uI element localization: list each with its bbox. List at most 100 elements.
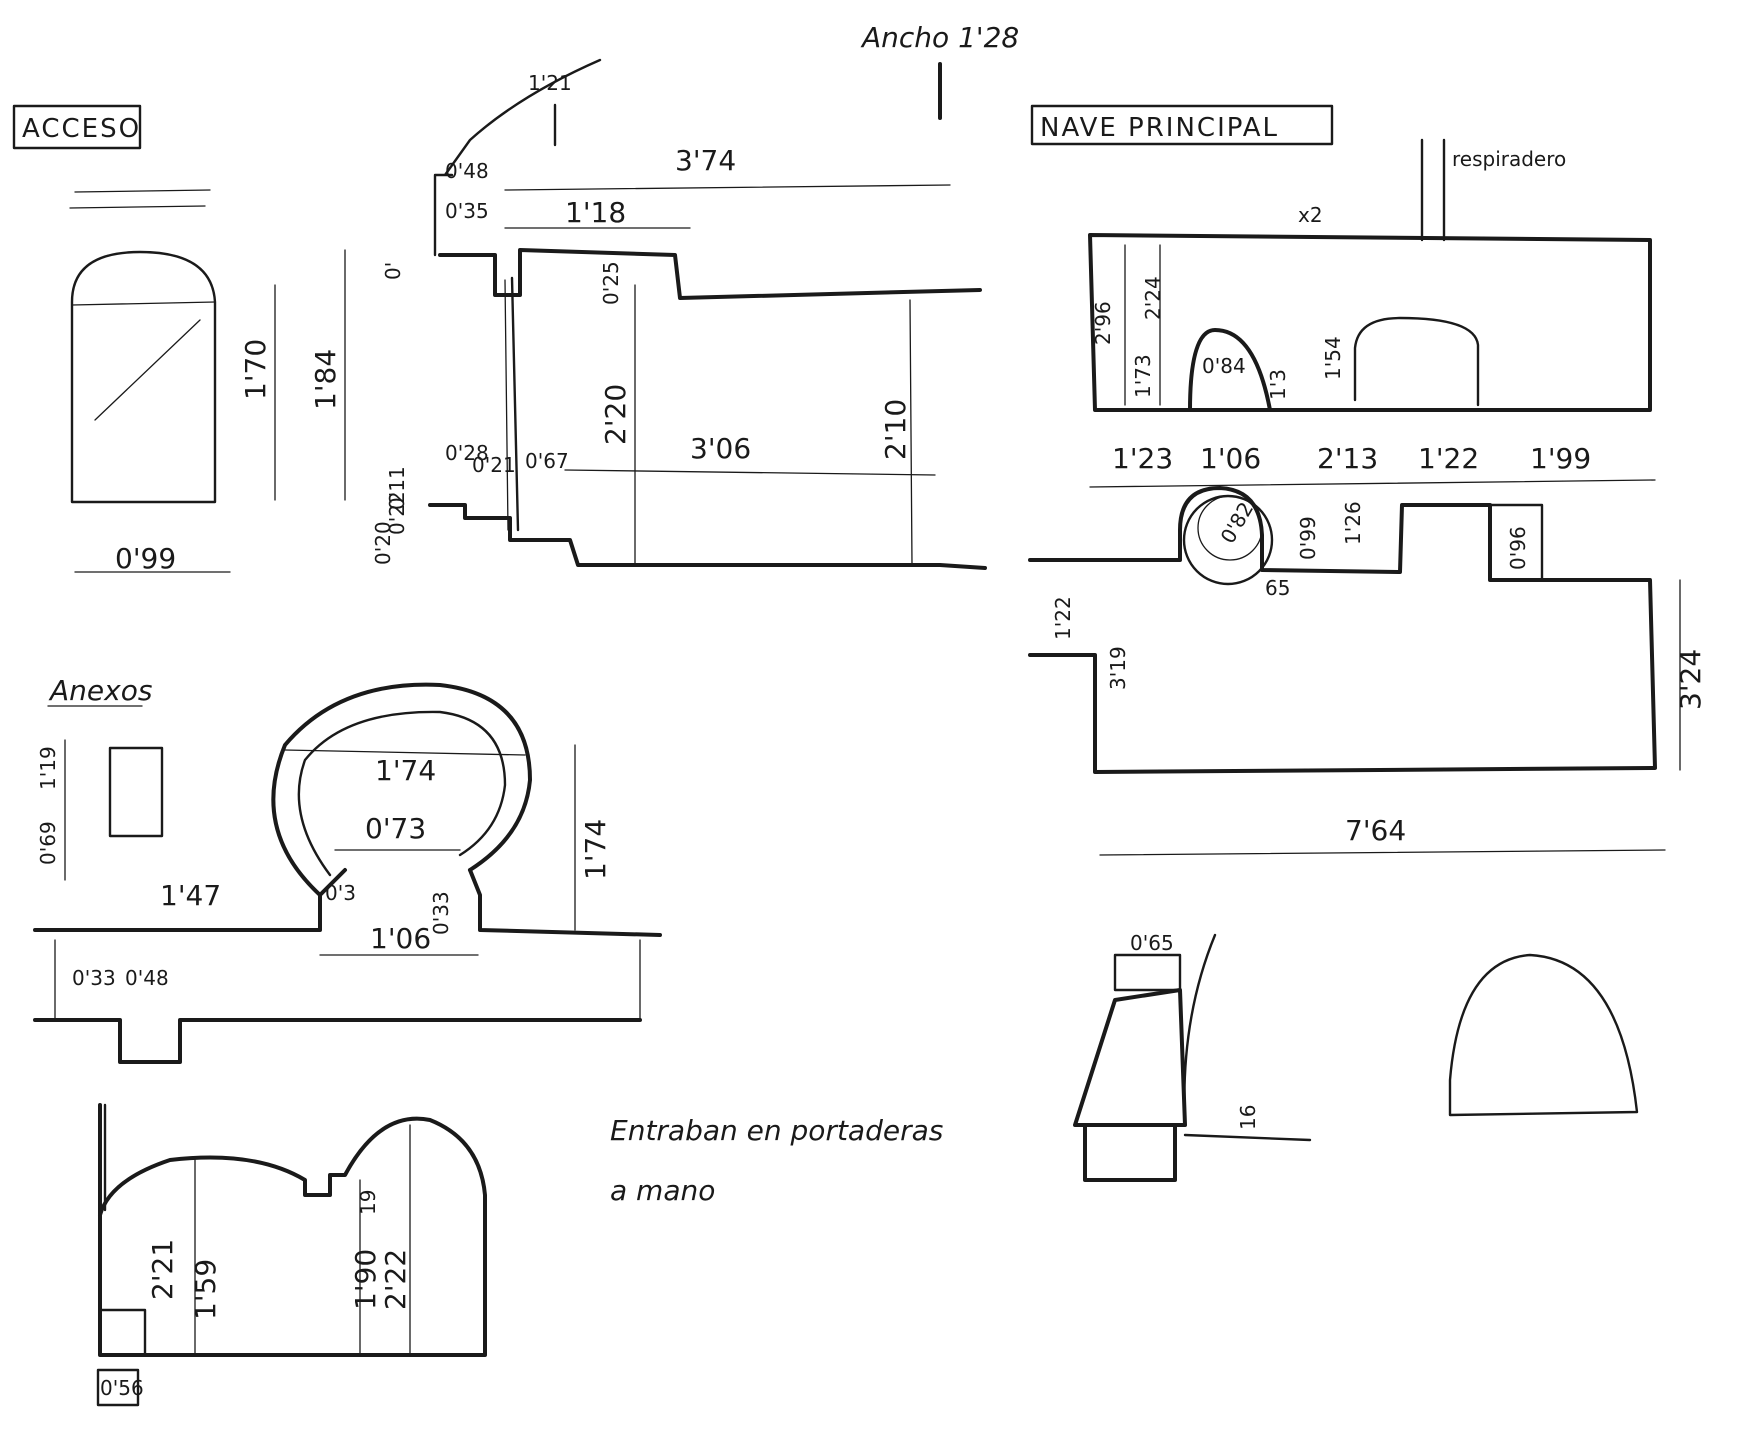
anexos-plan-body — [33, 868, 662, 1064]
anexos-section-dim-056-box — [96, 1368, 140, 1407]
acceso-dim-tiny: 0' — [381, 262, 405, 280]
details-group: 0'65 16 — [1073, 931, 1639, 1182]
nave-dim-126: 1'26 — [1341, 501, 1365, 545]
anexos-dim-106: 1'06 — [370, 922, 431, 955]
acceso-chimney — [433, 58, 602, 257]
acceso-group: ACCESO 1'70 1'84 0'99 1'21 0'48 0'35 3'7… — [12, 58, 987, 575]
nave-dim-764-line — [1099, 849, 1666, 856]
acceso-dim-118: 1'18 — [565, 196, 626, 229]
acceso-dim-011: 0'11 — [385, 466, 409, 510]
anexos-dim-174v: 1'74 — [579, 819, 612, 880]
acceso-dim-184: 1'84 — [309, 349, 342, 410]
anexos-section-outline — [98, 1103, 487, 1357]
detail-dim-065: 0'65 — [1130, 931, 1174, 955]
detail-left-ground — [1183, 1133, 1312, 1142]
note-line-1: Entraban en portaderas — [610, 1114, 943, 1147]
acceso-door-lintel — [71, 301, 216, 306]
nave-dim-296: 2'96 — [1091, 301, 1115, 345]
nave-dim-123: 1'23 — [1112, 442, 1173, 475]
acceso-section-roof — [438, 248, 982, 300]
anexos-group: Anexos 1'19 0'69 1'47 1'74 0'73 0'3 1'06… — [33, 674, 662, 1064]
nave-dim-173: 1'73 — [1131, 354, 1155, 398]
nave-dim-106: 1'06 — [1200, 442, 1261, 475]
nave-dim-224: 2'24 — [1141, 276, 1165, 320]
nave-dim-319: 3'19 — [1106, 646, 1130, 690]
nave-dim-084: 0'84 — [1202, 354, 1246, 378]
anexos-section-dim-190: 1'90 — [349, 1249, 382, 1310]
anexos-dim-174: 1'74 — [375, 754, 436, 787]
acceso-dim-121: 1'21 — [528, 71, 572, 95]
anexos-dim-048: 0'48 — [125, 966, 169, 990]
anexos-window — [108, 746, 164, 838]
acceso-dim-210-line — [909, 299, 913, 566]
nave-dim-13: 1'3 — [1266, 369, 1290, 400]
acceso-dim-306: 3'06 — [690, 432, 751, 465]
nave-elevation-outline — [1088, 233, 1652, 412]
anexos-dim-033b: 0'33 — [429, 891, 453, 935]
anexos-title: Anexos — [48, 674, 152, 707]
acceso-dim-374-line — [504, 184, 951, 191]
detail-left-top — [1113, 953, 1182, 992]
nave-dim-324: 3'24 — [1674, 649, 1707, 710]
acceso-dim-210: 2'10 — [879, 399, 912, 460]
anexos-dim-174-line — [284, 749, 526, 756]
anexos-section-block — [98, 1308, 147, 1357]
acceso-title-box — [12, 104, 142, 150]
acceso-deco-line-1 — [74, 189, 211, 193]
nave-dim-096: 0'96 — [1506, 526, 1530, 570]
acceso-dim-099: 0'99 — [115, 542, 176, 575]
acceso-door-outline — [70, 250, 217, 504]
anexos-dim-147: 1'47 — [160, 879, 221, 912]
anexos-dim-033: 0'33 — [72, 966, 116, 990]
anexos-section-dim-056: 0'56 — [100, 1376, 144, 1400]
detail-right-arch — [1448, 953, 1639, 1117]
nave-dim-199: 1'99 — [1530, 442, 1591, 475]
ancho-label: Ancho 1'28 — [860, 21, 1019, 54]
nave-dim-213: 2'13 — [1317, 442, 1378, 475]
nave-dim-122b: 1'22 — [1051, 596, 1075, 640]
nave-respiradero: respiradero — [1452, 147, 1566, 171]
anexos-section-group: 2'21 1'59 1'90 2'22 19 0'56 — [96, 1103, 487, 1407]
nave-plan-inner-circle — [1197, 495, 1263, 561]
detail-left-outline — [1073, 988, 1187, 1182]
nave-title-box — [1030, 104, 1334, 146]
anexos-dim-119: 1'19 — [36, 746, 60, 790]
acceso-dim-028: 0'28 — [445, 441, 489, 465]
nave-dims-row-line — [1089, 479, 1656, 488]
acceso-deco-line-2 — [69, 205, 206, 209]
nave-plan-niche — [1488, 503, 1544, 582]
anexos-arch-inner — [297, 710, 507, 877]
acceso-title: ACCESO — [22, 114, 141, 144]
anexos-section-dim-221: 2'21 — [146, 1239, 179, 1300]
anexos-dim-073: 0'73 — [365, 812, 426, 845]
anexos-section-dim-19: 19 — [356, 1190, 380, 1215]
anexos-dim-069: 0'69 — [36, 821, 60, 865]
acceso-dim-048: 0'48 — [445, 159, 489, 183]
acceso-dim-067: 0'67 — [525, 449, 569, 473]
nave-elevation-small-arch — [1188, 328, 1272, 412]
nave-dim-154: 1'54 — [1321, 336, 1345, 380]
nave-group: NAVE PRINCIPAL respiradero x2 2'96 2'24 … — [1028, 104, 1707, 856]
acceso-dim-020: 0'20 — [371, 521, 395, 565]
acceso-dim-021: 0'21 — [472, 453, 516, 477]
nave-title: NAVE PRINCIPAL — [1040, 113, 1279, 143]
acceso-dim-306-line — [564, 469, 936, 476]
acceso-door-hatch — [94, 319, 201, 421]
detail-left-curve — [1183, 933, 1217, 1127]
acceso-dim-170: 1'70 — [239, 339, 272, 400]
acceso-section-wall — [510, 276, 520, 532]
acceso-section-floor — [428, 503, 987, 570]
anexos-section-dim-159: 1'59 — [189, 1259, 222, 1320]
anexos-section-dim-222: 2'22 — [379, 1249, 412, 1310]
nave-elevation-door-arch — [1353, 316, 1480, 407]
anexos-arch-outer — [271, 682, 532, 897]
acceso-dim-022: 0'22 — [385, 491, 409, 535]
detail-dim-16: 16 — [1236, 1105, 1260, 1130]
acceso-section-wall-2 — [504, 279, 509, 531]
nave-dim-65: 65 — [1265, 576, 1290, 600]
acceso-dim-374: 3'74 — [675, 144, 736, 177]
nave-dim-122a: 1'22 — [1418, 442, 1479, 475]
nave-dim-099: 0'99 — [1296, 516, 1320, 560]
acceso-dim-025: 0'25 — [599, 261, 623, 305]
